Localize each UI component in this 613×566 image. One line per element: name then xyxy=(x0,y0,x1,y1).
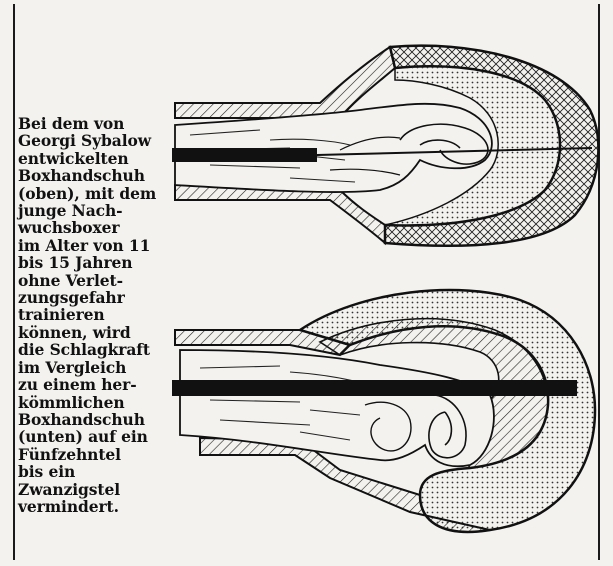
glove-bottom-force-bar xyxy=(172,380,577,396)
glove-top-cuff-lower xyxy=(175,185,385,243)
glove-bottom-figure xyxy=(172,290,595,532)
glove-top-figure xyxy=(172,46,598,246)
glove-top-cuff xyxy=(175,47,395,118)
glove-top-force-bar xyxy=(172,148,317,162)
